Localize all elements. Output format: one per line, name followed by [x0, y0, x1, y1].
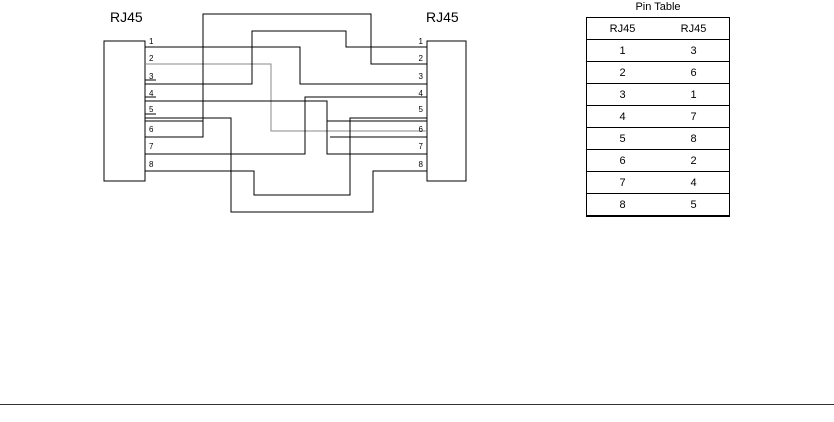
left-pin-label: 5: [149, 105, 154, 114]
pin-table-row: 5 8: [586, 127, 730, 150]
page-footer-rule: [0, 404, 834, 405]
pin-table-cell: 2: [586, 61, 658, 84]
left-pin-label: 4: [149, 89, 154, 98]
wire-6-to-2: [145, 13, 427, 138]
pin-table-cell: 4: [586, 105, 658, 128]
pin-table-cell: 4: [658, 171, 730, 194]
pin-table-cell: 3: [586, 83, 658, 106]
right-pin-label: 5: [419, 105, 424, 114]
wire-4-to-7: [145, 100, 427, 155]
pin-table-cell: 8: [586, 193, 658, 217]
pin-table: RJ45 RJ45 1 3 2 6 3 1 4 7 5 8 6 2 7 4 8 …: [586, 17, 730, 217]
pin-table-cell: 8: [658, 127, 730, 150]
wire-1-to-3: [145, 46, 427, 85]
right-pin-label: 6: [419, 125, 424, 134]
left-pin-label: 6: [149, 125, 154, 134]
wire-8-to-5: [145, 117, 427, 196]
pin-table-header: RJ45: [586, 17, 658, 40]
pin-table-cell: 2: [658, 149, 730, 172]
left-connector-body: [103, 40, 146, 182]
right-connector-body: [426, 40, 467, 182]
pin-table-row: 3 1: [586, 83, 730, 106]
pin-table-title: Pin Table: [635, 1, 681, 13]
pin-table-cell: 6: [658, 61, 730, 84]
pin-table-row: 8 5: [586, 193, 730, 217]
left-pin-label: 3: [149, 72, 154, 81]
left-pin-label: 2: [149, 54, 154, 63]
pin-table-header: RJ45: [658, 17, 730, 40]
right-connector-title: RJ45: [426, 9, 459, 25]
wire-3-to-1: [145, 30, 427, 85]
pin-table-row: 1 3: [586, 39, 730, 62]
right-pin-label: 7: [419, 142, 424, 151]
pin-table-cell: 5: [586, 127, 658, 150]
pin-table-row: 7 4: [586, 171, 730, 194]
pin-table-cell: 5: [658, 193, 730, 217]
left-pin-label: 8: [149, 160, 154, 169]
left-connector-title: RJ45: [110, 9, 143, 25]
pin-table-cell: 3: [658, 39, 730, 62]
wire-2-to-6: [145, 63, 427, 132]
wire-7-to-4: [145, 96, 427, 155]
pin-table-header-row: RJ45 RJ45: [586, 17, 730, 40]
pin-table-cell: 7: [658, 105, 730, 128]
pin-table-row: 4 7: [586, 105, 730, 128]
left-pin-label: 7: [149, 142, 154, 151]
left-pin-label: 1: [149, 37, 154, 46]
pin-table-row: 2 6: [586, 61, 730, 84]
row-rules: [145, 120, 427, 138]
pin-table-cell: 1: [586, 39, 658, 62]
pin-table-cell: 6: [586, 149, 658, 172]
right-pin-label: 3: [419, 72, 424, 81]
right-pin-label: 8: [419, 160, 424, 169]
right-pin-label: 1: [419, 37, 424, 46]
pin-table-row: 6 2: [586, 149, 730, 172]
pin-table-cell: 7: [586, 171, 658, 194]
right-pin-label: 2: [419, 54, 424, 63]
wire-5-to-8: [145, 117, 427, 213]
pin-table-cell: 1: [658, 83, 730, 106]
right-pin-label: 4: [419, 89, 424, 98]
